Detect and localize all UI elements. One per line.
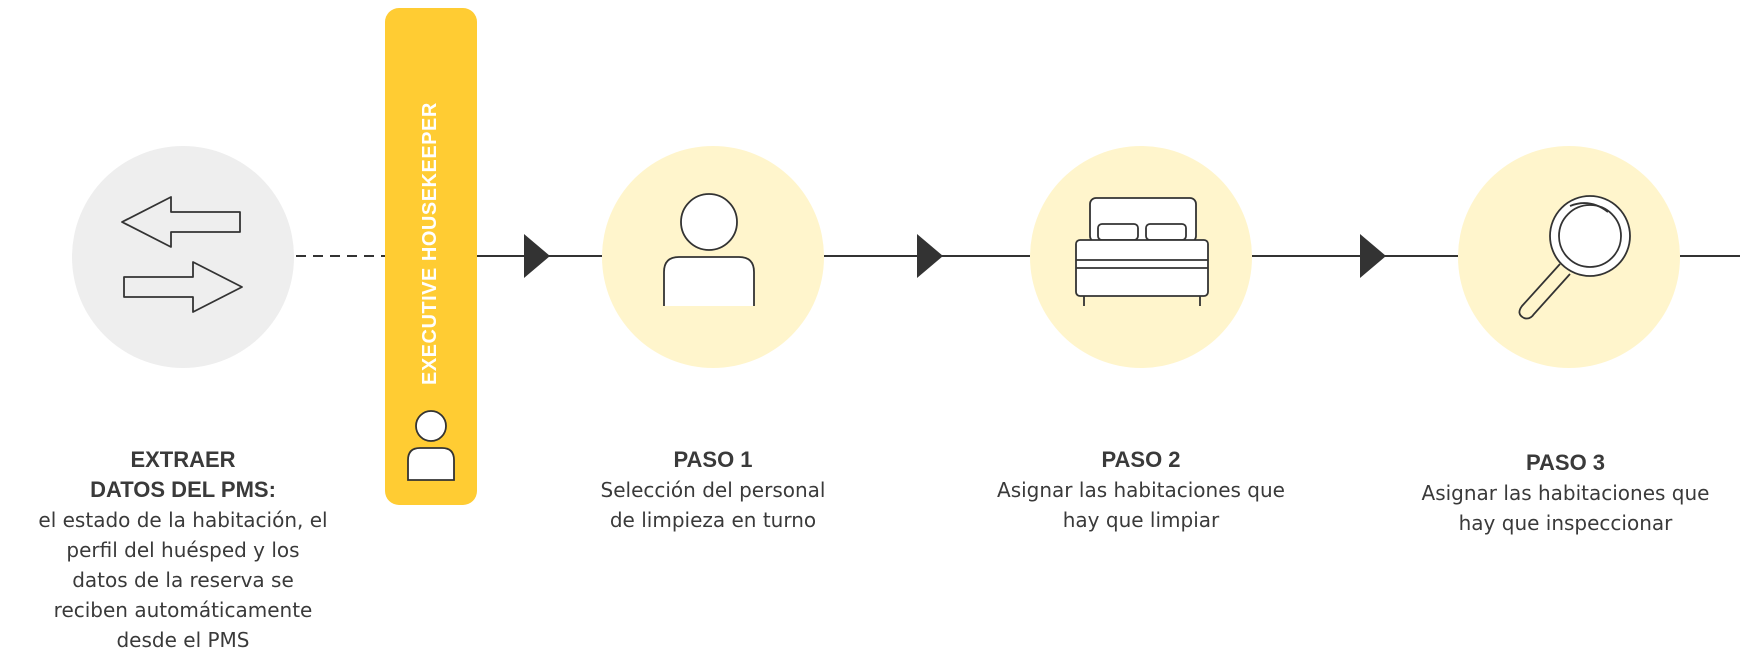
step1-desc-line: Selección del personal [600, 478, 826, 502]
arrowhead-1 [524, 234, 550, 278]
source-title-line1: EXTRAER [130, 447, 236, 472]
source-desc-line: perfil del huésped y los [66, 538, 300, 562]
step1-text: PASO 1 Selección del personal de limpiez… [543, 445, 883, 535]
step1-desc-line: de limpieza en turno [609, 508, 817, 532]
source-desc-line: reciben automáticamente [53, 598, 313, 622]
source-title-line2: DATOS DEL PMS: [90, 477, 276, 502]
step3-desc-line: hay que inspeccionar [1458, 511, 1673, 535]
step1-title: PASO 1 [673, 447, 753, 472]
role-label: EXECUTIVE HOUSEKEEPER [419, 102, 441, 385]
step3-magnifier-icon [1518, 195, 1631, 320]
role-bar [385, 8, 477, 505]
step2-title: PASO 2 [1101, 447, 1181, 472]
source-circle [72, 146, 294, 368]
step2-text: PASO 2 Asignar las habitaciones que hay … [946, 445, 1336, 535]
step2-desc-line: hay que limpiar [1062, 508, 1220, 532]
role-person-icon [407, 410, 455, 481]
arrowhead-2 [917, 234, 943, 278]
arrowhead-3 [1360, 234, 1386, 278]
step1-person-icon [663, 193, 755, 306]
step2-desc-line: Asignar las habitaciones que [997, 478, 1285, 502]
source-desc-line: datos de la reserva se [72, 568, 294, 592]
transfer-arrows-icon [121, 196, 243, 313]
step3-text: PASO 3 Asignar las habitaciones que hay … [1391, 448, 1740, 538]
source-text: EXTRAER DATOS DEL PMS: el estado de la h… [0, 445, 366, 655]
step2-bed-icon [1075, 197, 1209, 306]
source-desc-line: desde el PMS [116, 628, 250, 652]
source-desc-line: el estado de la habitación, el [38, 508, 328, 532]
step3-desc-line: Asignar las habitaciones que [1421, 481, 1710, 505]
step3-title: PASO 3 [1525, 450, 1606, 475]
